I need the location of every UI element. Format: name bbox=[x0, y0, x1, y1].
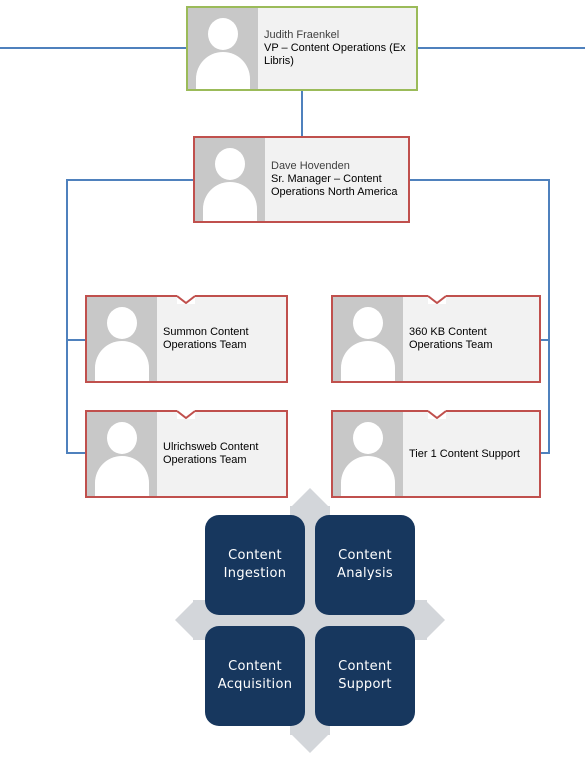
exec-title: VP – Content Operations (Ex Libris) bbox=[264, 42, 406, 67]
quadrant-label: Content Analysis bbox=[337, 548, 393, 581]
card-notch bbox=[428, 295, 446, 304]
quadrant-label: Content Acquisition bbox=[217, 659, 293, 692]
card-notch bbox=[177, 410, 195, 419]
quadrant-label: Content Ingestion bbox=[223, 548, 287, 581]
quadrant-content-analysis[interactable]: Content Analysis bbox=[315, 515, 415, 615]
manager-title: Sr. Manager – Content Operations North A… bbox=[271, 173, 398, 198]
card-notch bbox=[177, 295, 195, 304]
team-label: Tier 1 Content Support bbox=[409, 447, 520, 460]
avatar-placeholder-icon bbox=[333, 297, 403, 381]
team-card-summon[interactable]: Summon Content Operations Team bbox=[85, 295, 288, 383]
quadrant-content-support[interactable]: Content Support bbox=[315, 626, 415, 726]
avatar-placeholder-icon bbox=[87, 412, 157, 496]
team-label: Summon Content Operations Team bbox=[163, 326, 249, 351]
exec-name: Judith Fraenkel bbox=[264, 29, 340, 41]
quadrant-content-ingestion[interactable]: Content Ingestion bbox=[205, 515, 305, 615]
team-card-360kb[interactable]: 360 KB Content Operations Team bbox=[331, 295, 541, 383]
exec-card[interactable]: Judith Fraenkel VP – Content Operations … bbox=[186, 6, 418, 91]
team-label: 360 KB Content Operations Team bbox=[409, 326, 493, 351]
quadrant-content-acquisition[interactable]: Content Acquisition bbox=[205, 626, 305, 726]
team-label: Ulrichsweb Content Operations Team bbox=[163, 441, 259, 466]
team-card-ulrichsweb[interactable]: Ulrichsweb Content Operations Team bbox=[85, 410, 288, 498]
manager-name: Dave Hovenden bbox=[271, 160, 350, 172]
right-branch-connector bbox=[410, 179, 550, 454]
quadrant-label: Content Support bbox=[338, 659, 392, 692]
avatar-placeholder-icon bbox=[333, 412, 403, 496]
avatar-placeholder-icon bbox=[188, 8, 258, 89]
team-card-tier1[interactable]: Tier 1 Content Support bbox=[331, 410, 541, 498]
manager-card[interactable]: Dave Hovenden Sr. Manager – Content Oper… bbox=[193, 136, 410, 223]
left-branch-connector bbox=[66, 179, 193, 454]
card-notch bbox=[428, 410, 446, 419]
content-operations-quadrant: Content Ingestion Content Analysis Conte… bbox=[175, 488, 445, 753]
avatar-placeholder-icon bbox=[87, 297, 157, 381]
avatar-placeholder-icon bbox=[195, 138, 265, 221]
